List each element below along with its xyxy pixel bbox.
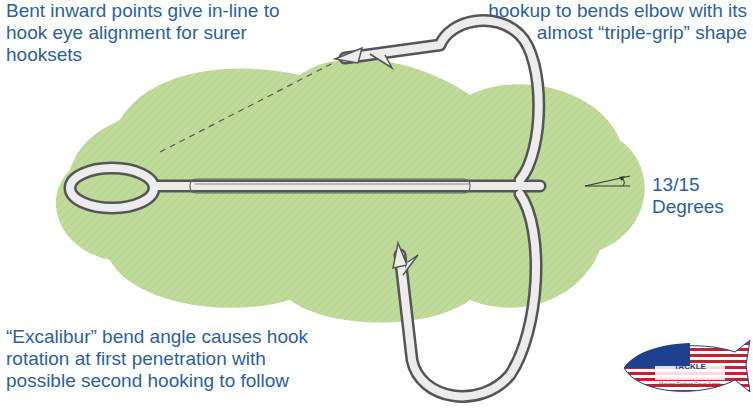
callout-note: “Excalibur” bend angle causes hook rotat… — [6, 326, 336, 392]
upper-barb — [370, 54, 392, 68]
angle-line — [585, 176, 630, 186]
green-ground — [56, 59, 645, 323]
lower-point — [393, 243, 407, 268]
logo-text: TACKLE — [655, 362, 725, 371]
lower-barb — [403, 255, 418, 275]
angle-dimension: 13/15 Degrees — [652, 174, 742, 218]
upper-point — [335, 48, 362, 63]
callout-note: Bent inward points give in-line to hook … — [6, 0, 306, 66]
callout-note: hookup to bends elbow with its almost “t… — [430, 0, 747, 44]
angle-arrow — [619, 176, 625, 181]
alignment-line — [160, 62, 335, 152]
logo-slogan: Making Fishing Great Again — [650, 381, 730, 387]
logo-flag — [624, 340, 750, 392]
